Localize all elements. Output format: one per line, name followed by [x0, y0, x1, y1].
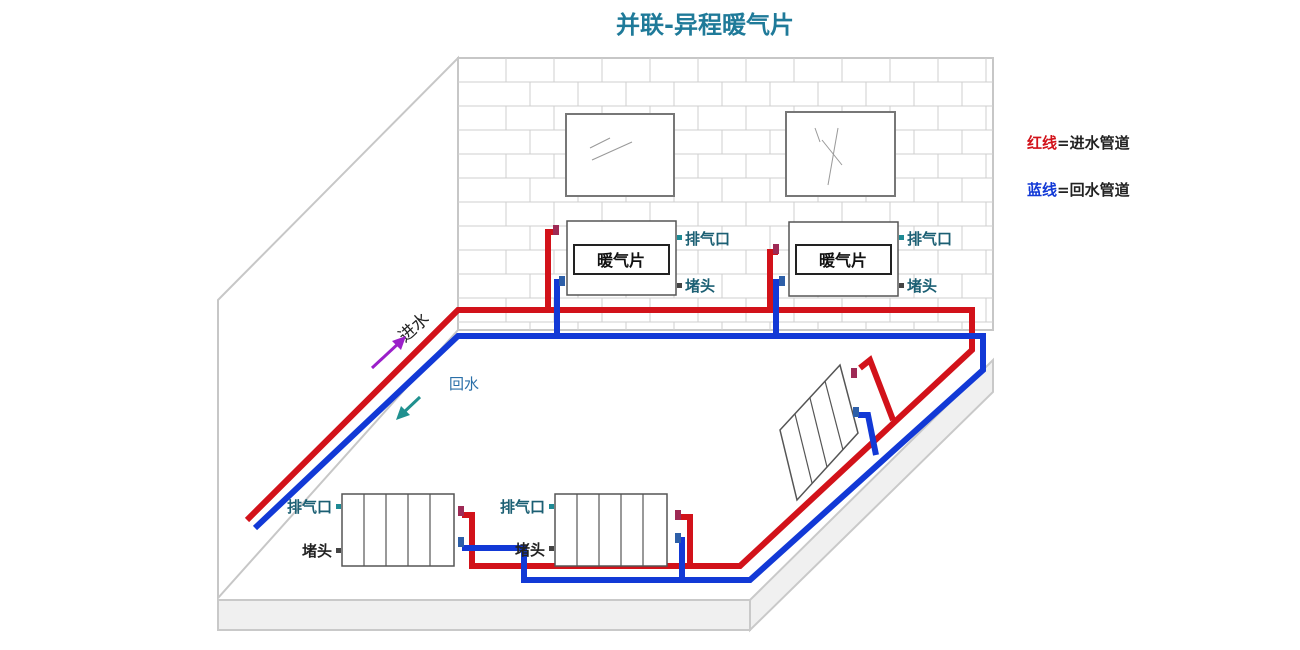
purple-up-right-arrow-icon	[370, 336, 406, 370]
valve-icon	[773, 244, 779, 254]
legend-red-desc: =进水管道	[1057, 134, 1130, 152]
legend-blue-key: 蓝线	[1027, 181, 1057, 199]
legend-red-key: 红线	[1027, 134, 1057, 152]
svg-text:红线=进水管道: 红线=进水管道	[1027, 134, 1130, 152]
window-left	[565, 113, 675, 197]
air-vent-label: 排气口	[907, 230, 952, 248]
supply-pipes	[244, 229, 975, 569]
plug-icon	[336, 548, 341, 553]
plug-label: 堵头	[515, 541, 545, 559]
svg-text:蓝线=回水管道: 蓝线=回水管道	[1027, 181, 1130, 199]
air-vent-label: 排气口	[685, 230, 730, 248]
valve-icon	[458, 537, 464, 547]
plug-icon	[899, 283, 904, 288]
teal-down-left-arrow-icon	[396, 395, 422, 420]
legend: 红线=进水管道 蓝线=回水管道	[1027, 134, 1130, 199]
return-flow-label: 回水	[449, 375, 479, 393]
radiator-upper-left: 暖气片 排气口 堵头	[553, 220, 730, 296]
air-vent-icon	[677, 235, 682, 240]
valve-icon	[779, 276, 785, 286]
air-vent-icon	[549, 504, 554, 509]
floor-front-edge	[217, 599, 751, 631]
radiator-bottom-left: 排气口 堵头	[287, 493, 464, 567]
plug-icon	[549, 546, 554, 551]
window-right	[785, 111, 896, 197]
radiator-upper-right: 暖气片 排气口 堵头	[773, 221, 952, 297]
valve-icon	[675, 510, 681, 520]
valve-icon	[851, 368, 857, 378]
legend-blue-desc: =回水管道	[1057, 181, 1130, 199]
diagram-title: 并联-异程暖气片	[616, 11, 794, 39]
plug-label: 堵头	[907, 277, 937, 295]
radiator-bottom-right: 排气口 堵头	[500, 493, 681, 567]
radiator-label: 暖气片	[819, 251, 867, 270]
brick-wall	[457, 57, 994, 331]
radiator-side	[779, 363, 859, 502]
plug-label: 堵头	[685, 277, 715, 295]
plug-icon	[677, 283, 682, 288]
valve-icon	[675, 533, 681, 543]
floor-side-edge	[749, 357, 994, 633]
radiator-label: 暖气片	[597, 251, 645, 270]
plug-label: 堵头	[302, 542, 332, 560]
valve-icon	[458, 506, 464, 516]
air-vent-label: 排气口	[500, 498, 545, 516]
valve-icon	[553, 225, 559, 235]
valve-icon	[559, 276, 565, 286]
valve-icon	[853, 407, 859, 417]
air-vent-label: 排气口	[287, 498, 332, 516]
air-vent-icon	[899, 235, 904, 240]
air-vent-icon	[336, 504, 341, 509]
